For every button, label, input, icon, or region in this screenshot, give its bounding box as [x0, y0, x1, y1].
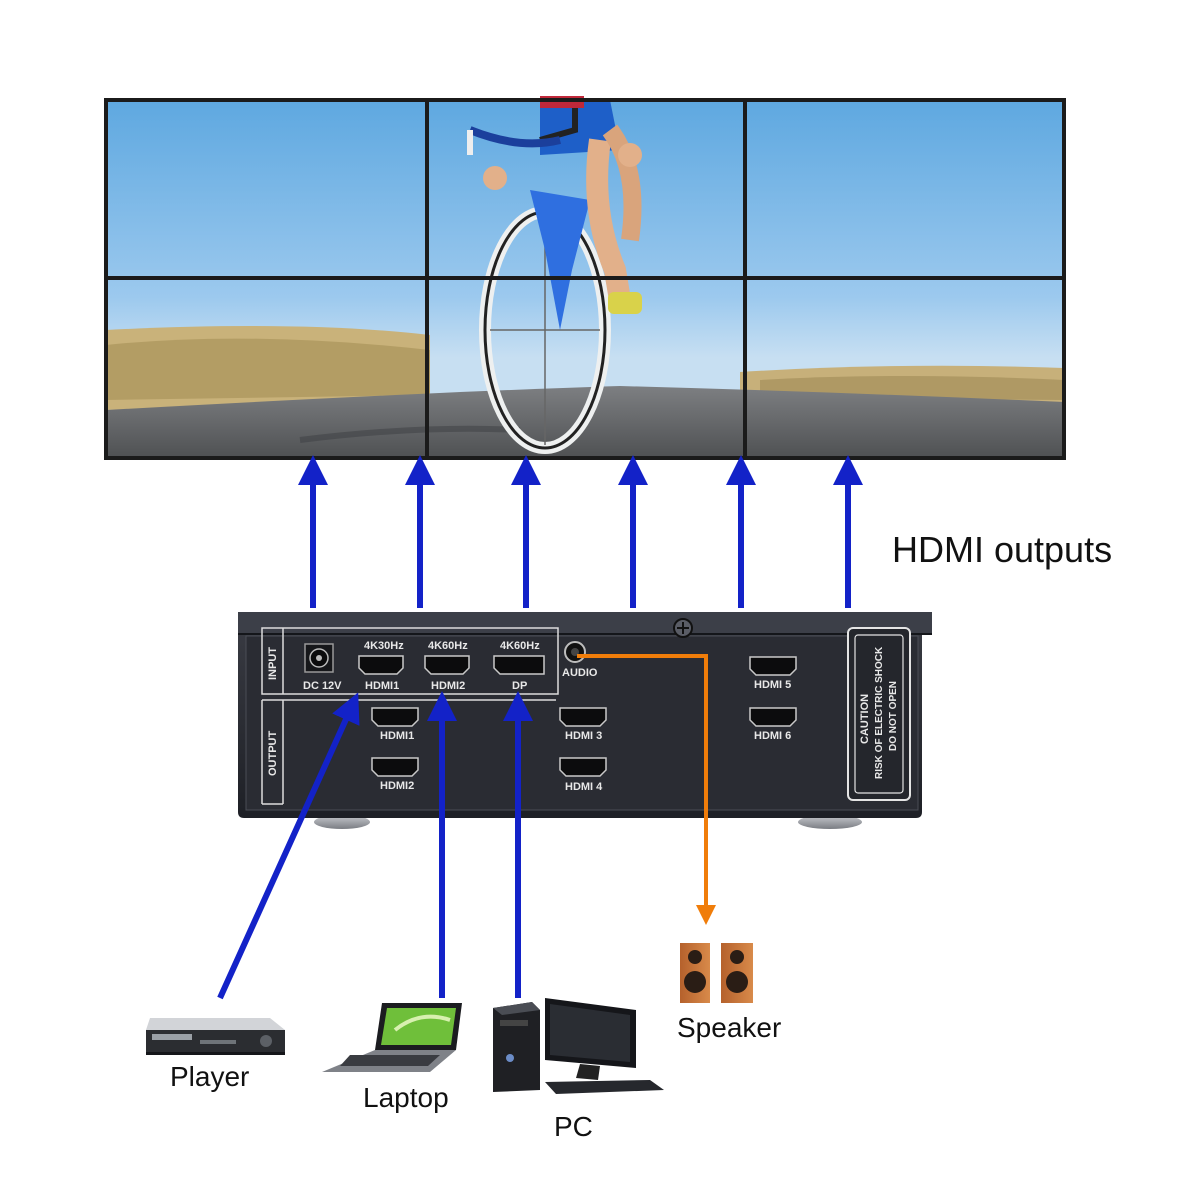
- pc-label: PC: [554, 1111, 593, 1142]
- output-hdmi3-port: HDMI 3: [559, 707, 607, 742]
- speaker-label: Speaker: [677, 1012, 781, 1043]
- player-label: Player: [170, 1061, 249, 1092]
- input-hdmi1-spec: 4K30Hz: [364, 640, 404, 652]
- video-wall: [104, 96, 1066, 460]
- desktop-pc-icon: [493, 998, 664, 1094]
- device-foot: [314, 815, 370, 829]
- speaker-icon: [680, 943, 753, 1003]
- output-hdmi6-port: HDMI 6: [749, 707, 797, 742]
- laptop-icon: [322, 1003, 462, 1072]
- input-hdmi2-label: HDMI2: [431, 680, 465, 692]
- output-hdmi5-port: HDMI 5: [749, 656, 797, 691]
- input-hdmi1-port: 4K30Hz HDMI1: [358, 640, 404, 692]
- audio-output-arrow: [577, 654, 716, 925]
- cyclist-image: [467, 96, 642, 454]
- output-hdmi3-label: HDMI 3: [565, 730, 602, 742]
- input-dp-label: DP: [512, 680, 527, 692]
- dvd-player-icon: [146, 1018, 285, 1055]
- caution-line1: RISK OF ELECTRIC SHOCK: [874, 646, 885, 779]
- output-hdmi1-port: HDMI1: [371, 707, 419, 742]
- input-dp-spec: 4K60Hz: [500, 640, 540, 652]
- caution-label: CAUTION RISK OF ELECTRIC SHOCK DO NOT OP…: [847, 627, 911, 801]
- input-group-frame: [261, 627, 559, 695]
- input-hdmi2-port: 4K60Hz HDMI2: [424, 640, 470, 692]
- video-wall-controller: INPUT DC 12V 4K30Hz HDMI1 4K60Hz HDMI2 4…: [238, 612, 932, 829]
- output-hdmi6-label: HDMI 6: [754, 730, 791, 742]
- input-hdmi2-spec: 4K60Hz: [428, 640, 468, 652]
- output-arrows: [298, 455, 863, 608]
- wall-bezels: [104, 98, 1066, 460]
- input-hdmi1-label: HDMI1: [365, 680, 399, 692]
- output-hdmi2-label: HDMI2: [380, 780, 414, 792]
- dc-label: DC 12V: [303, 680, 342, 692]
- device-foot: [798, 815, 862, 829]
- output-hdmi4-port: HDMI 4: [559, 757, 607, 793]
- output-group-label: OUTPUT: [267, 731, 279, 777]
- input-arrows: [217, 691, 533, 1000]
- laptop-label: Laptop: [363, 1082, 449, 1113]
- audio-label: AUDIO: [562, 667, 598, 679]
- player-input-arrow: [217, 692, 360, 1000]
- output-hdmi2-port: HDMI2: [371, 757, 419, 792]
- output-hdmi1-label: HDMI1: [380, 730, 414, 742]
- input-dp-port: 4K60Hz DP: [493, 640, 545, 692]
- caution-line2: DO NOT OPEN: [888, 681, 899, 751]
- caution-title: CAUTION: [859, 694, 871, 744]
- output-hdmi5-label: HDMI 5: [754, 679, 791, 691]
- output-hdmi4-label: HDMI 4: [565, 781, 603, 793]
- input-group-label: INPUT: [267, 647, 279, 680]
- hdmi-outputs-label: HDMI outputs: [892, 529, 1112, 570]
